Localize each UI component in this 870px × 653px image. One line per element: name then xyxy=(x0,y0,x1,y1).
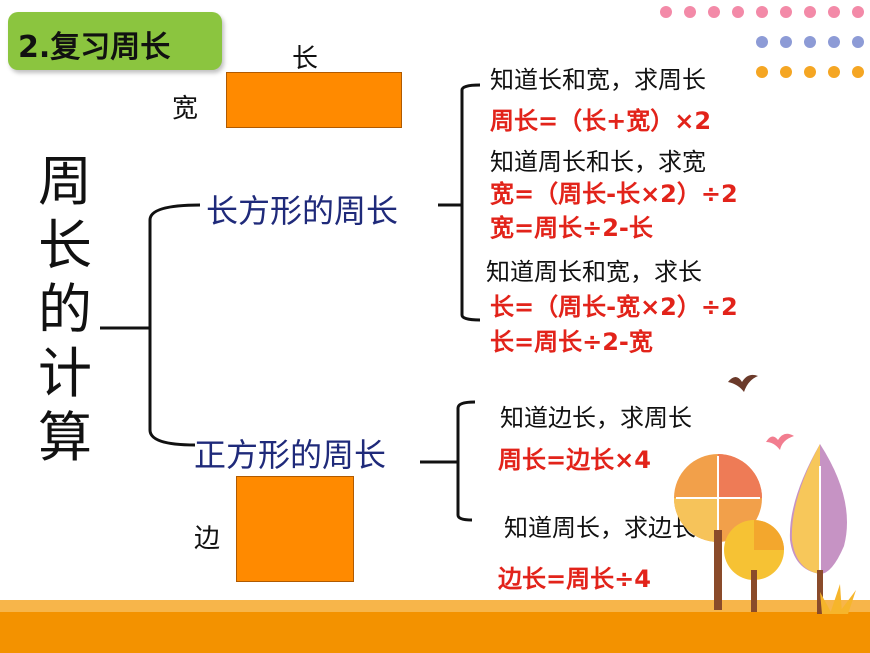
case-text: 知道边长，求周长 xyxy=(500,404,692,432)
formula-text: 宽=（周长-长×2）÷2 xyxy=(490,180,738,208)
vertical-title-char: 长 xyxy=(38,214,92,277)
rectangle-shape xyxy=(226,72,402,128)
vertical-title: 周 长 的 计 算 xyxy=(30,150,100,470)
formula-text: 周长=边长×4 xyxy=(498,446,651,474)
case-text: 知道周长，求边长 xyxy=(504,514,696,542)
formula-text: 宽=周长÷2-长 xyxy=(490,214,653,242)
vertical-title-char: 算 xyxy=(38,406,92,469)
square-shape xyxy=(236,476,354,582)
tree-icon xyxy=(674,374,856,614)
side-label: 边 xyxy=(194,524,221,554)
rectangle-perimeter-label: 长方形的周长 xyxy=(206,192,399,230)
case-text: 知道周长和长，求宽 xyxy=(490,148,706,176)
case-text: 知道周长和宽，求长 xyxy=(486,258,702,286)
vertical-title-char: 的 xyxy=(38,278,92,341)
case-text: 知道长和宽，求周长 xyxy=(490,66,706,94)
width-label: 宽 xyxy=(172,94,199,124)
page-title: 2.复习周长 xyxy=(18,30,171,65)
title-badge xyxy=(8,12,222,70)
grass-icon xyxy=(820,584,856,614)
ground-strip xyxy=(0,612,870,653)
formula-text: 周长=（长+宽）×2 xyxy=(490,107,712,135)
formula-text: 长=（周长-宽×2）÷2 xyxy=(490,293,738,321)
formula-text: 边长=周长÷4 xyxy=(498,565,651,593)
square-perimeter-label: 正方形的周长 xyxy=(194,436,387,474)
formula-text: 长=周长÷2-宽 xyxy=(490,328,653,356)
vertical-title-char: 周 xyxy=(38,150,92,213)
bird-icon xyxy=(728,374,758,392)
ground-highlight xyxy=(0,600,870,614)
decorative-dots xyxy=(0,0,870,90)
vertical-title-char: 计 xyxy=(38,342,92,405)
length-label: 长 xyxy=(292,44,319,74)
